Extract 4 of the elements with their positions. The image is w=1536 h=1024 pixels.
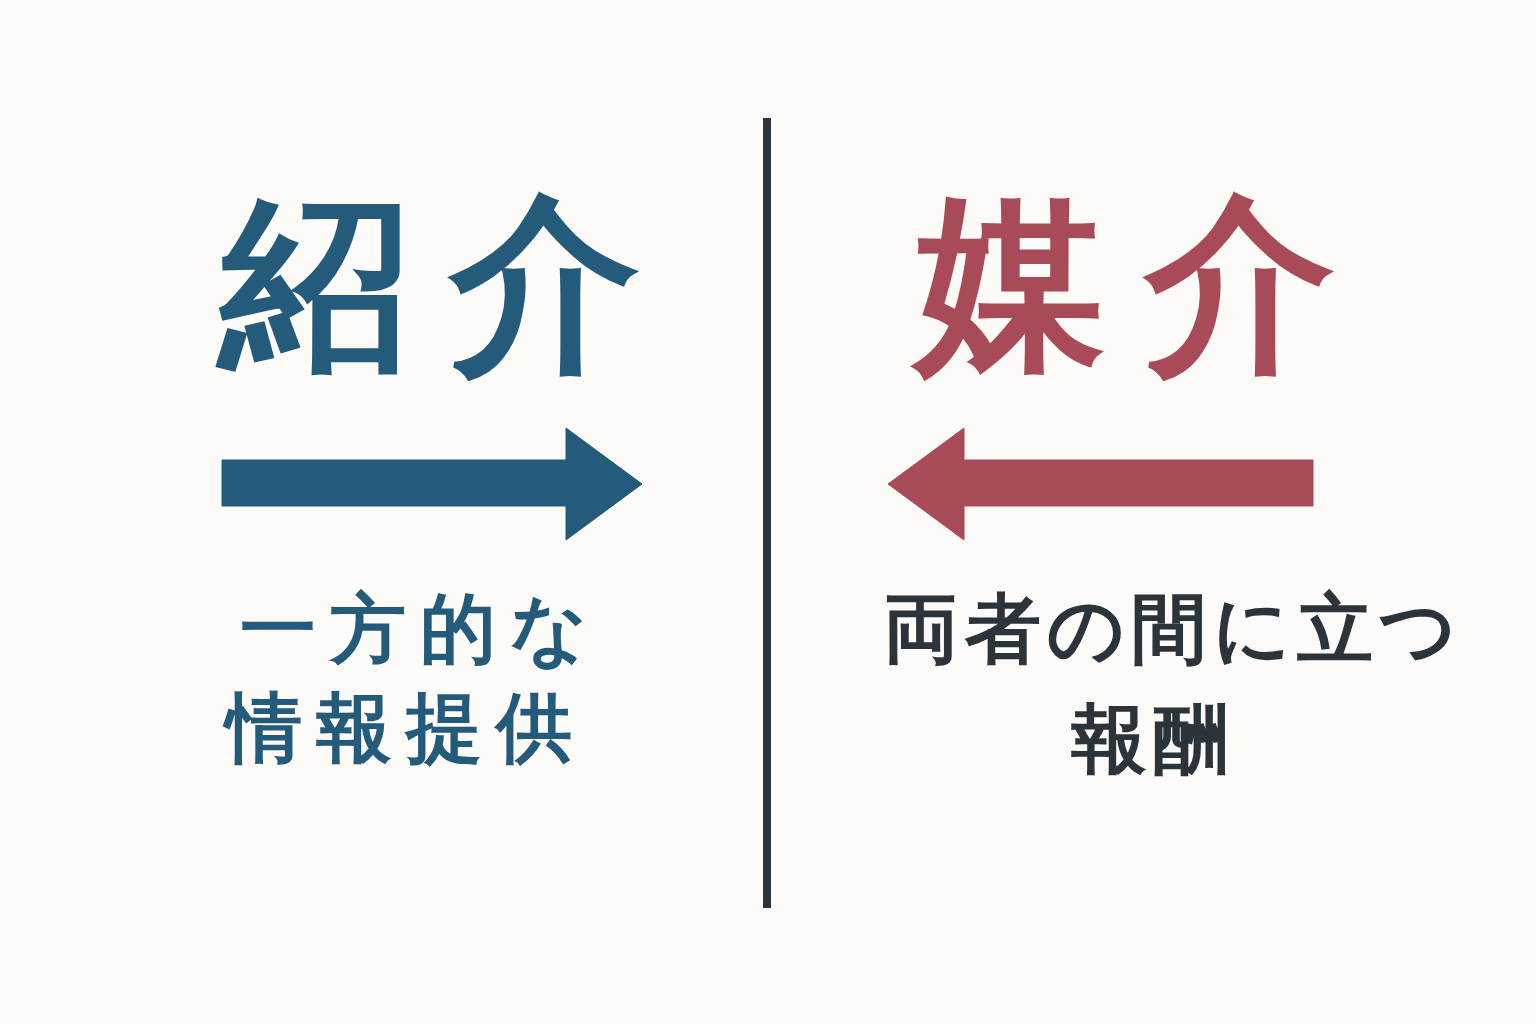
description-text: 報酬	[1070, 693, 1236, 785]
heading: 紹介	[180, 160, 680, 407]
description-text: 両者の間に立つ	[882, 583, 1464, 675]
heading: 媒介	[875, 160, 1375, 407]
